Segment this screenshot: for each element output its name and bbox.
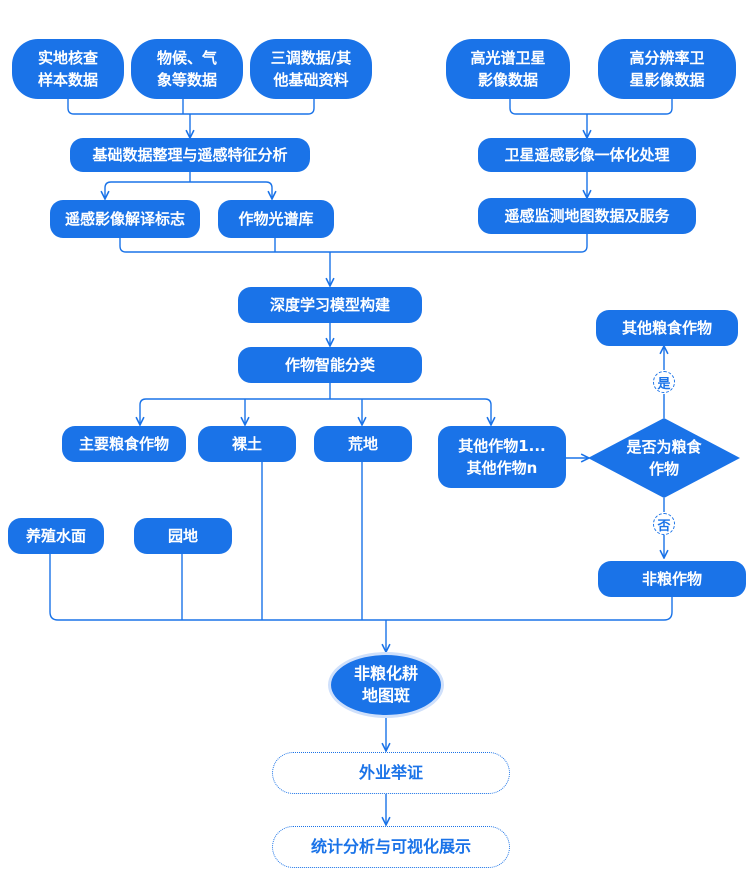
node-data-organize: 基础数据整理与遥感特征分析 xyxy=(70,138,310,172)
node-main-grain: 主要粮食作物 xyxy=(62,426,186,462)
node-interp-marks: 遥感影像解译标志 xyxy=(50,200,200,238)
node-non-grain-patch: 非粮化耕 地图斑 xyxy=(328,652,444,718)
decision-label: 是否为粮食 作物 xyxy=(626,438,702,478)
no-badge: 否 xyxy=(653,513,675,535)
decision-diamond xyxy=(588,418,740,498)
node-aquaculture: 养殖水面 xyxy=(8,518,104,554)
node-field-evidence: 外业举证 xyxy=(272,752,510,794)
node-other-crops: 其他作物1... 其他作物n xyxy=(438,426,566,488)
yes-badge: 是 xyxy=(653,371,675,393)
node-high-res: 高分辨率卫 星影像数据 xyxy=(598,39,736,99)
node-survey-data: 三调数据/其 他基础资料 xyxy=(250,39,372,99)
node-hyperspectral: 高光谱卫星 影像数据 xyxy=(446,39,570,99)
node-wasteland: 荒地 xyxy=(314,426,412,462)
node-stats-visual: 统计分析与可视化展示 xyxy=(272,826,510,868)
node-bare-soil: 裸土 xyxy=(198,426,296,462)
node-spectral-lib: 作物光谱库 xyxy=(218,200,334,238)
node-sat-processing: 卫星遥感影像一体化处理 xyxy=(478,138,696,172)
node-monitor-service: 遥感监测地图数据及服务 xyxy=(478,198,696,234)
node-phenology: 物候、气 象等数据 xyxy=(131,39,243,99)
node-other-grain: 其他粮食作物 xyxy=(596,310,738,346)
node-garden: 园地 xyxy=(134,518,232,554)
node-crop-classify: 作物智能分类 xyxy=(238,347,422,383)
node-non-grain-crops: 非粮作物 xyxy=(598,561,746,597)
node-field-survey: 实地核查 样本数据 xyxy=(12,39,124,99)
node-dl-model: 深度学习模型构建 xyxy=(238,287,422,323)
